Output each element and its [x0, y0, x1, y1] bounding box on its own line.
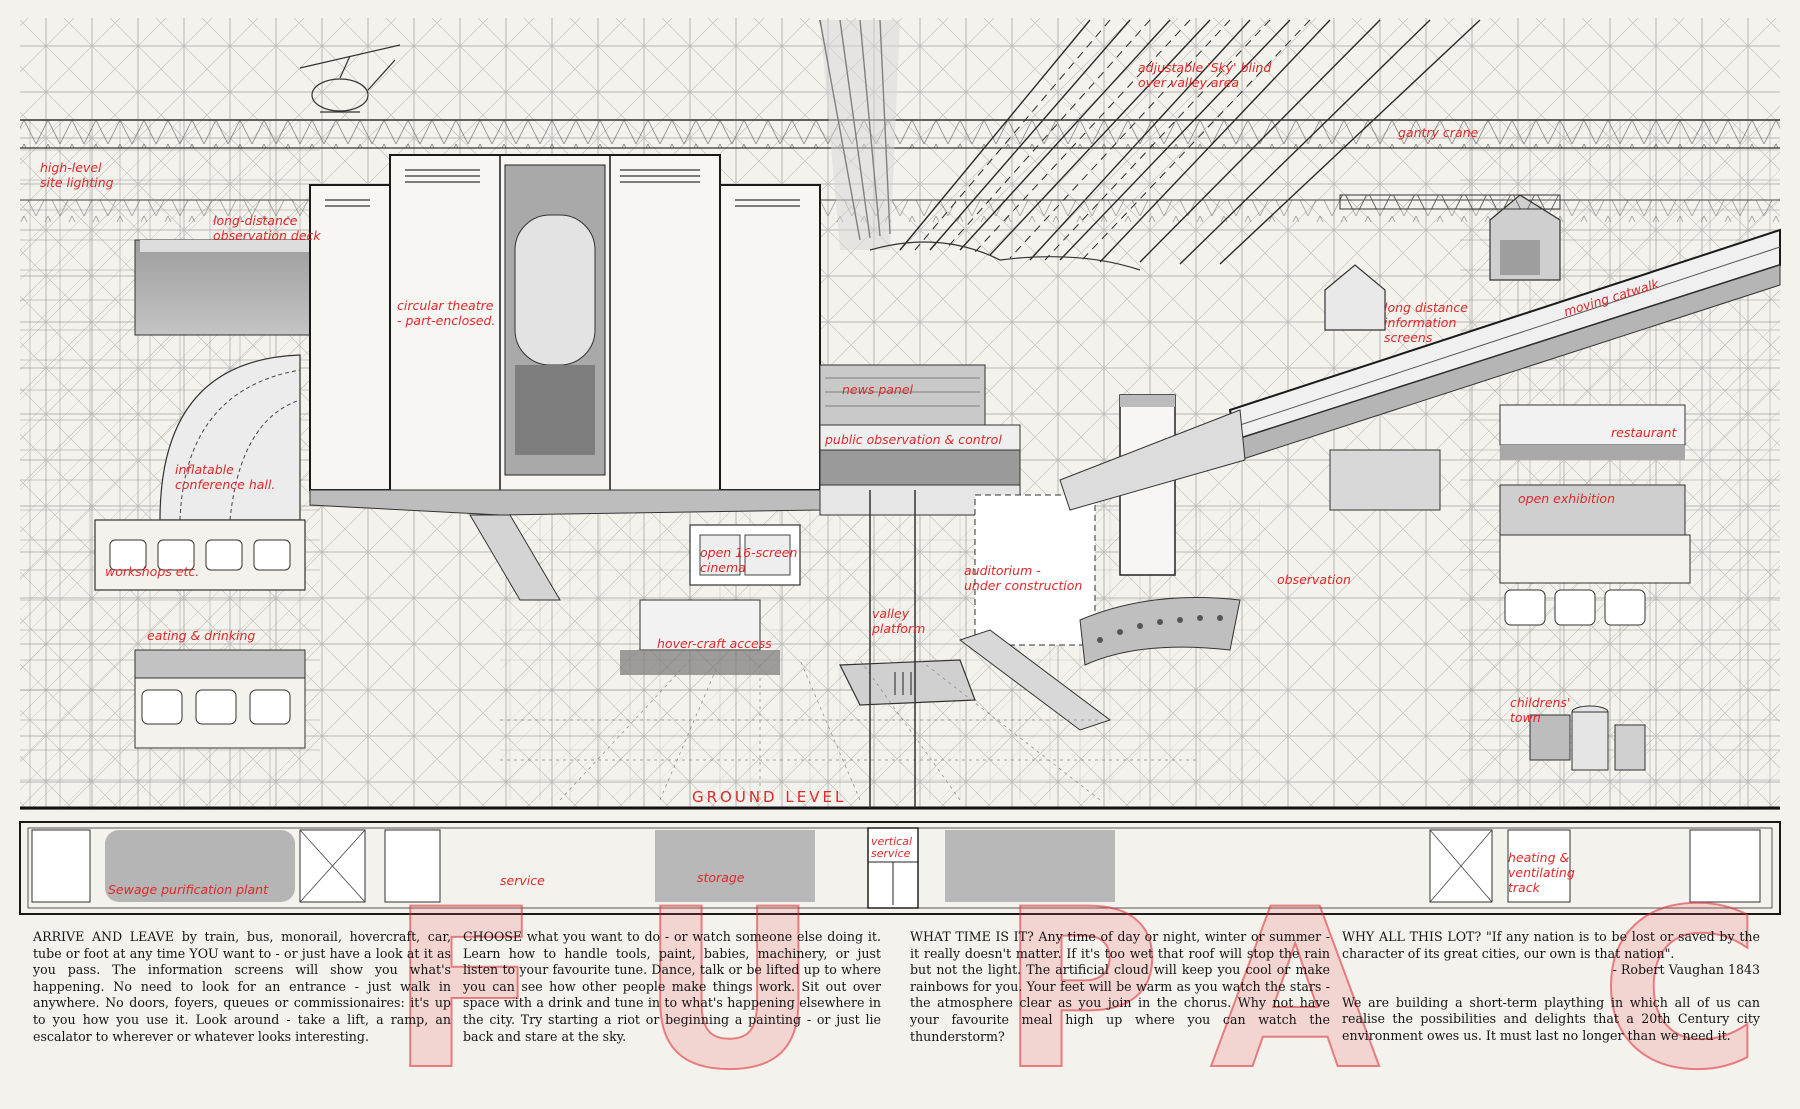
- why-column: WHY ALL THIS LOT? "If any nation is to b…: [1342, 929, 1760, 1045]
- ground-level-label: GROUND LEVEL: [692, 788, 847, 806]
- observation-deck-label: long-distance observation deck: [213, 213, 321, 243]
- observation-label: observation: [1277, 572, 1351, 587]
- backdrop-letter: C: [1599, 862, 1762, 1109]
- choose-text: CHOOSE what you want to do - or watch so…: [463, 929, 881, 1044]
- gantry-crane-label: gantry crane: [1398, 125, 1479, 140]
- backdrop-letter: P: [999, 862, 1162, 1109]
- childrens-town-label: childrens' town: [1510, 695, 1571, 725]
- info-screens-label: long distance information screens: [1384, 300, 1468, 345]
- choose-column: CHOOSE what you want to do - or watch so…: [463, 929, 881, 1045]
- heating-track-label: heating & ventilating track: [1508, 850, 1575, 895]
- vertical-service-label: vertical service: [871, 835, 913, 860]
- service-label: service: [500, 873, 545, 888]
- backdrop-letter: F: [389, 862, 541, 1109]
- workshops-label: workshops etc.: [105, 564, 200, 579]
- auditorium-label: auditorium - under construction: [964, 563, 1083, 593]
- time-text: WHAT TIME IS IT? Any time of day or nigh…: [910, 929, 1330, 1044]
- sky-blind-label: adjustable 'Sky' blind over valley area: [1138, 60, 1272, 90]
- open-exhibition-label: open exhibition: [1518, 491, 1616, 506]
- restaurant-label: restaurant: [1611, 425, 1677, 440]
- valley-platform-label: valley platform: [872, 606, 926, 636]
- sewage-plant-label: Sewage purification plant: [108, 882, 268, 897]
- backdrop-letter: A: [1209, 862, 1381, 1109]
- time-column: WHAT TIME IS IT? Any time of day or nigh…: [910, 929, 1330, 1045]
- circular-theatre-label: circular theatre - part-enclosed.: [397, 298, 496, 328]
- why-text: WHY ALL THIS LOT? "If any nation is to b…: [1342, 929, 1760, 961]
- backdrop-letter: U: [639, 862, 820, 1109]
- cinema-label: open 16-screen cinema: [700, 545, 798, 575]
- public-observation-label: public observation & control: [825, 432, 1002, 447]
- fun-palace-backdrop-lettering: F U P A C: [0, 862, 1800, 1109]
- building-text: We are building a short-term plaything i…: [1342, 994, 1760, 1043]
- arrive-column: ARRIVE AND LEAVE by train, bus, monorail…: [33, 929, 451, 1045]
- storage-label: storage: [697, 870, 745, 885]
- quote-attribution: - Robert Vaughan 1843: [1612, 962, 1760, 978]
- hovercraft-access-label: hover-craft access: [657, 636, 772, 651]
- news-panel-label: news panel: [842, 382, 914, 397]
- helicopter-icon: [299, 44, 401, 113]
- eating-drinking-label: eating & drinking: [147, 628, 256, 643]
- site-lighting-label: high-level site lighting: [40, 160, 114, 190]
- arrive-text: ARRIVE AND LEAVE by train, bus, monorail…: [33, 929, 451, 1044]
- inflatable-hall-label: inflatable conference hall.: [175, 462, 276, 492]
